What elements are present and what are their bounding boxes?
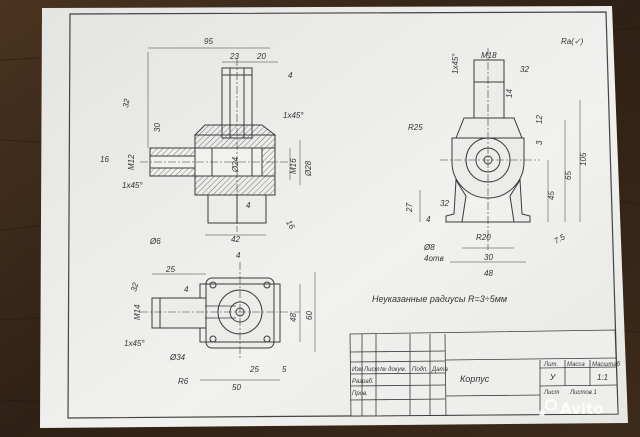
- tb-izm: Изм: [352, 367, 363, 373]
- svg-text:3: 3: [535, 140, 544, 145]
- svg-text:5: 5: [282, 365, 287, 374]
- side-view-dims: M18 1x45° 32 14 R25 12 3 105 65 45 27 4 …: [405, 51, 588, 278]
- svg-text:M14: M14: [133, 304, 142, 320]
- svg-text:42: 42: [231, 235, 240, 244]
- svg-text:45: 45: [547, 191, 556, 200]
- tb-prov: Пров.: [352, 391, 368, 397]
- svg-text:32: 32: [121, 97, 132, 108]
- svg-text:4: 4: [288, 71, 293, 80]
- svg-text:1x45°: 1x45°: [283, 111, 304, 120]
- top-view: [140, 262, 316, 381]
- svg-text:M16: M16: [289, 158, 298, 174]
- svg-text:Ø24: Ø24: [231, 156, 240, 173]
- svg-text:32: 32: [440, 199, 449, 208]
- tb-date: Дата: [431, 367, 448, 373]
- tb-lit: У: [549, 373, 556, 382]
- svg-text:4: 4: [246, 201, 251, 210]
- svg-text:1x45°: 1x45°: [124, 339, 145, 348]
- tb-scale-header: Масштаб: [592, 362, 621, 368]
- tb-list: Лист: [363, 367, 379, 373]
- avito-watermark: Avito: [539, 399, 603, 418]
- svg-text:1x45°: 1x45°: [122, 181, 143, 190]
- top-view-dims: Ø6 4 25 32 4 M14 1x45° 48 60 Ø34 R6 25 5…: [124, 237, 314, 392]
- svg-text:Ø8: Ø8: [423, 243, 435, 252]
- svg-text:48: 48: [484, 269, 493, 278]
- front-view-dims: 95 23 20 4 1x45° 32 30 16 M12 1x45° Ø24 …: [100, 37, 313, 244]
- svg-text:4отв: 4отв: [424, 254, 444, 263]
- svg-text:4: 4: [426, 215, 431, 224]
- svg-text:50: 50: [232, 383, 241, 392]
- svg-text:14: 14: [505, 89, 514, 98]
- svg-text:Ø6: Ø6: [149, 237, 161, 246]
- side-view: [419, 48, 581, 263]
- radius-note: Неуказанные радиусы R=3÷5мм: [372, 294, 507, 304]
- svg-text:Avito: Avito: [560, 400, 603, 418]
- svg-text:95: 95: [204, 37, 213, 46]
- svg-text:12: 12: [535, 115, 544, 124]
- svg-text:M12: M12: [127, 154, 136, 170]
- tb-sheet: Лист: [543, 390, 559, 396]
- svg-text:105: 105: [579, 152, 588, 166]
- svg-text:30: 30: [153, 123, 162, 132]
- front-section-view: [140, 47, 301, 236]
- svg-text:16: 16: [100, 155, 109, 164]
- svg-text:4: 4: [236, 251, 241, 260]
- svg-text:48: 48: [289, 313, 298, 322]
- svg-text:20: 20: [256, 52, 266, 61]
- svg-text:23: 23: [229, 52, 239, 61]
- tb-lit-header: Лит.: [543, 362, 558, 368]
- svg-text:M18: M18: [481, 51, 497, 60]
- title-block: [349, 329, 619, 417]
- svg-text:R20: R20: [476, 233, 491, 242]
- tb-sheets: Листов 1: [569, 390, 597, 396]
- svg-text:25: 25: [249, 365, 259, 374]
- svg-text:27: 27: [405, 203, 414, 213]
- svg-text:1x45°: 1x45°: [451, 53, 460, 74]
- svg-text:65: 65: [564, 171, 573, 180]
- tb-mass-header: Масса: [567, 362, 585, 368]
- tb-sign: Подп.: [412, 367, 428, 373]
- svg-text:Ø34: Ø34: [169, 353, 186, 362]
- svg-text:Ø28: Ø28: [304, 160, 313, 177]
- svg-text:60: 60: [305, 311, 314, 320]
- svg-text:R25: R25: [408, 123, 423, 132]
- svg-text:32: 32: [129, 281, 140, 292]
- tb-doc: № докум.: [380, 366, 406, 373]
- roughness-mark: Ra(✓): [561, 37, 584, 46]
- svg-text:4: 4: [184, 285, 189, 294]
- tb-scale: 1:1: [597, 373, 608, 382]
- svg-text:R6: R6: [178, 377, 189, 386]
- svg-text:30: 30: [484, 253, 493, 262]
- tb-part-name: Корпус: [460, 374, 490, 384]
- svg-text:25: 25: [165, 265, 175, 274]
- tb-razrab: Разраб.: [352, 379, 374, 385]
- svg-text:32: 32: [520, 65, 529, 74]
